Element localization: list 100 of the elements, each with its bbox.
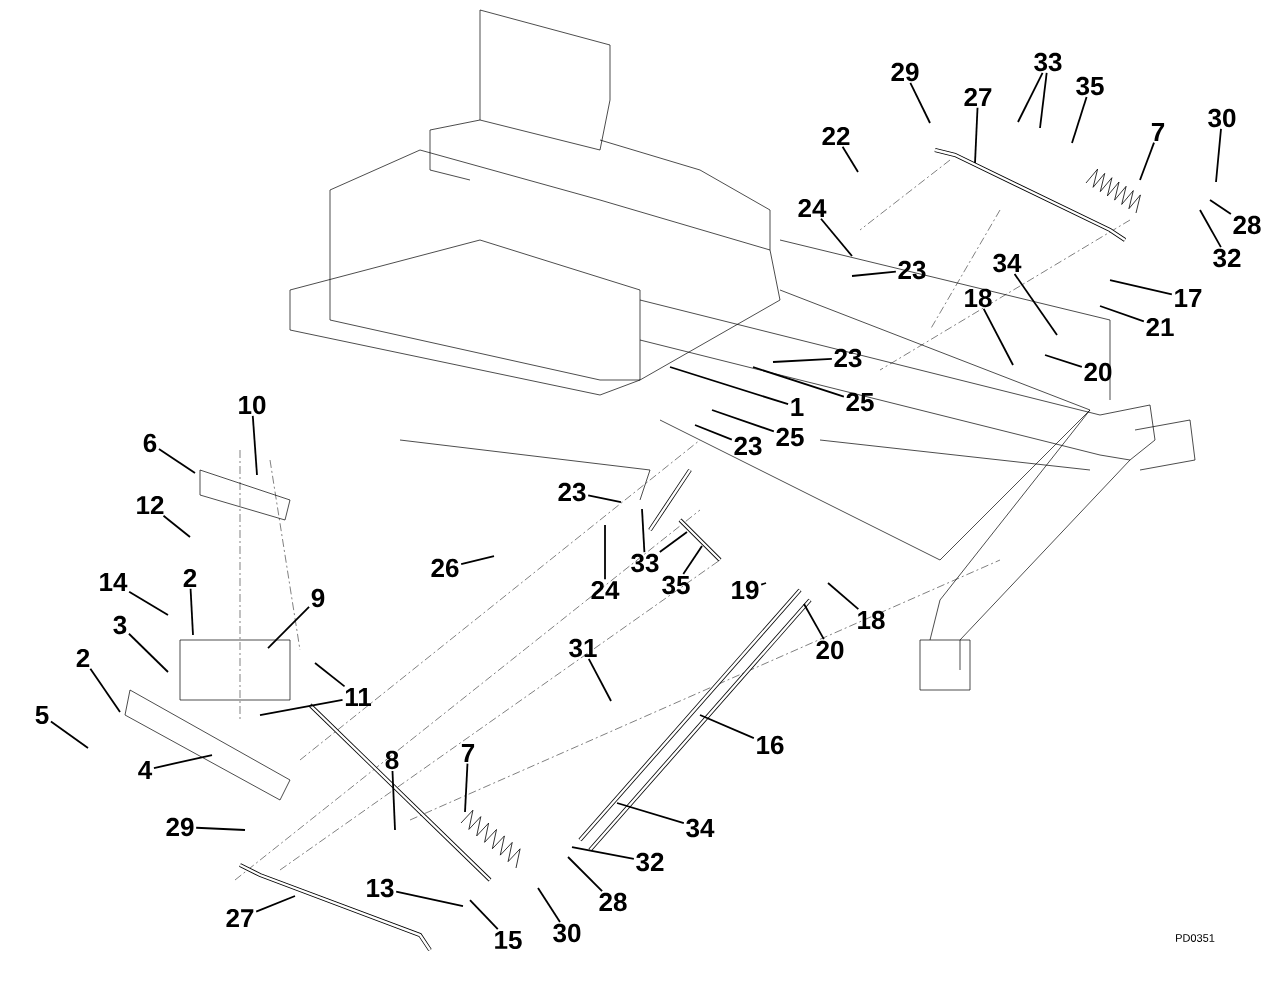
leader-line xyxy=(851,270,897,277)
leader-line xyxy=(752,366,845,398)
callout-number: 7 xyxy=(1151,123,1165,141)
leader-line xyxy=(395,890,464,907)
leader-line xyxy=(128,632,169,673)
leader-line xyxy=(1139,141,1155,181)
callout-number: 24 xyxy=(798,198,827,218)
callout-number: 28 xyxy=(599,892,627,912)
leader-line xyxy=(616,802,685,825)
leader-line xyxy=(158,448,196,474)
callout-number: 10 xyxy=(239,395,266,415)
leader-line xyxy=(537,887,561,923)
callout-number: 14 xyxy=(100,573,128,591)
leader-line xyxy=(153,754,213,769)
leader-line xyxy=(567,856,603,892)
leader-line xyxy=(314,662,346,688)
leader-line xyxy=(682,545,703,575)
callout-number: 30 xyxy=(553,923,581,943)
leader-line xyxy=(694,424,733,441)
callout-number: 22 xyxy=(822,126,850,146)
callout-number: 33 xyxy=(631,553,659,573)
callout-number: 6 xyxy=(143,433,157,453)
leader-line xyxy=(587,494,622,503)
leader-line xyxy=(251,415,258,476)
callout-number: 11 xyxy=(345,688,372,706)
callout-number: 19 xyxy=(732,580,759,600)
leader-line xyxy=(571,846,635,860)
leader-line xyxy=(50,720,89,749)
leader-line xyxy=(711,409,775,433)
leader-line xyxy=(89,667,121,713)
callout-number: 32 xyxy=(1213,248,1241,268)
callout-number: 30 xyxy=(1208,108,1236,128)
leader-line xyxy=(604,524,606,581)
callout-number: 35 xyxy=(662,575,690,595)
leader-line xyxy=(391,770,396,831)
leader-line xyxy=(841,145,859,173)
callout-number: 23 xyxy=(834,348,862,368)
callout-number: 23 xyxy=(734,436,762,456)
leader-line xyxy=(1209,199,1232,215)
callout-number: 26 xyxy=(431,558,459,578)
leader-line xyxy=(469,899,499,931)
leader-line xyxy=(1109,279,1173,296)
callout-number: 2 xyxy=(76,648,90,668)
callout-number: 16 xyxy=(757,735,784,755)
callout-number: 18 xyxy=(858,610,885,630)
leader-line xyxy=(1071,96,1088,144)
leader-line xyxy=(162,514,191,538)
leader-line xyxy=(1215,128,1222,183)
callout-number: 23 xyxy=(558,482,586,502)
callout-number: 32 xyxy=(636,852,664,872)
leader-line xyxy=(255,895,296,913)
leader-line xyxy=(267,606,310,649)
callout-number: 15 xyxy=(495,930,522,950)
callout-number: 17 xyxy=(1175,289,1202,307)
leader-line xyxy=(1044,354,1083,368)
leader-line xyxy=(982,308,1014,366)
callout-number: 20 xyxy=(1084,362,1112,382)
callout-number: 3 xyxy=(113,615,127,635)
leader-line xyxy=(1099,305,1145,323)
leader-line xyxy=(1017,72,1044,123)
callout-number: 21 xyxy=(1146,317,1174,337)
callout-number: 2 xyxy=(183,568,197,588)
callout-number: 31 xyxy=(569,638,597,658)
leader-line xyxy=(1039,72,1048,129)
leader-line xyxy=(658,531,688,553)
leader-line xyxy=(641,508,646,553)
leader-line xyxy=(909,82,931,124)
callout-number: 13 xyxy=(367,878,394,898)
callout-number: 25 xyxy=(846,392,874,412)
leader-line xyxy=(195,826,246,831)
callout-number: 29 xyxy=(891,62,919,82)
callout-number: 34 xyxy=(993,253,1022,273)
callout-number: 1 xyxy=(791,398,804,416)
leader-line xyxy=(460,555,495,565)
callout-number: 34 xyxy=(686,818,715,838)
callout-number: 23 xyxy=(898,260,926,280)
leader-line xyxy=(587,658,612,702)
callout-number: 20 xyxy=(816,640,844,660)
callout-number: 27 xyxy=(964,87,992,107)
callout-number: 29 xyxy=(166,817,194,837)
callout-number: 27 xyxy=(226,908,254,928)
callout-number: 25 xyxy=(776,427,804,447)
drawing-number: PD0351 xyxy=(1176,934,1215,942)
callout-number: 7 xyxy=(461,744,475,762)
leader-line xyxy=(772,357,833,363)
callout-number: 8 xyxy=(385,750,399,770)
leader-line xyxy=(699,714,755,739)
leader-line xyxy=(189,587,194,636)
leader-line xyxy=(827,582,860,610)
leader-line xyxy=(820,217,853,257)
callout-number: 12 xyxy=(137,495,164,515)
leader-line xyxy=(259,698,344,716)
callout-number: 5 xyxy=(35,705,49,725)
callout-number: 28 xyxy=(1233,215,1261,235)
leader-line xyxy=(974,106,979,164)
callout-number: 4 xyxy=(138,761,153,779)
leader-line xyxy=(128,590,169,616)
callout-number: 33 xyxy=(1034,52,1062,72)
leader-line xyxy=(1199,209,1222,248)
callout-number: 24 xyxy=(591,580,620,600)
